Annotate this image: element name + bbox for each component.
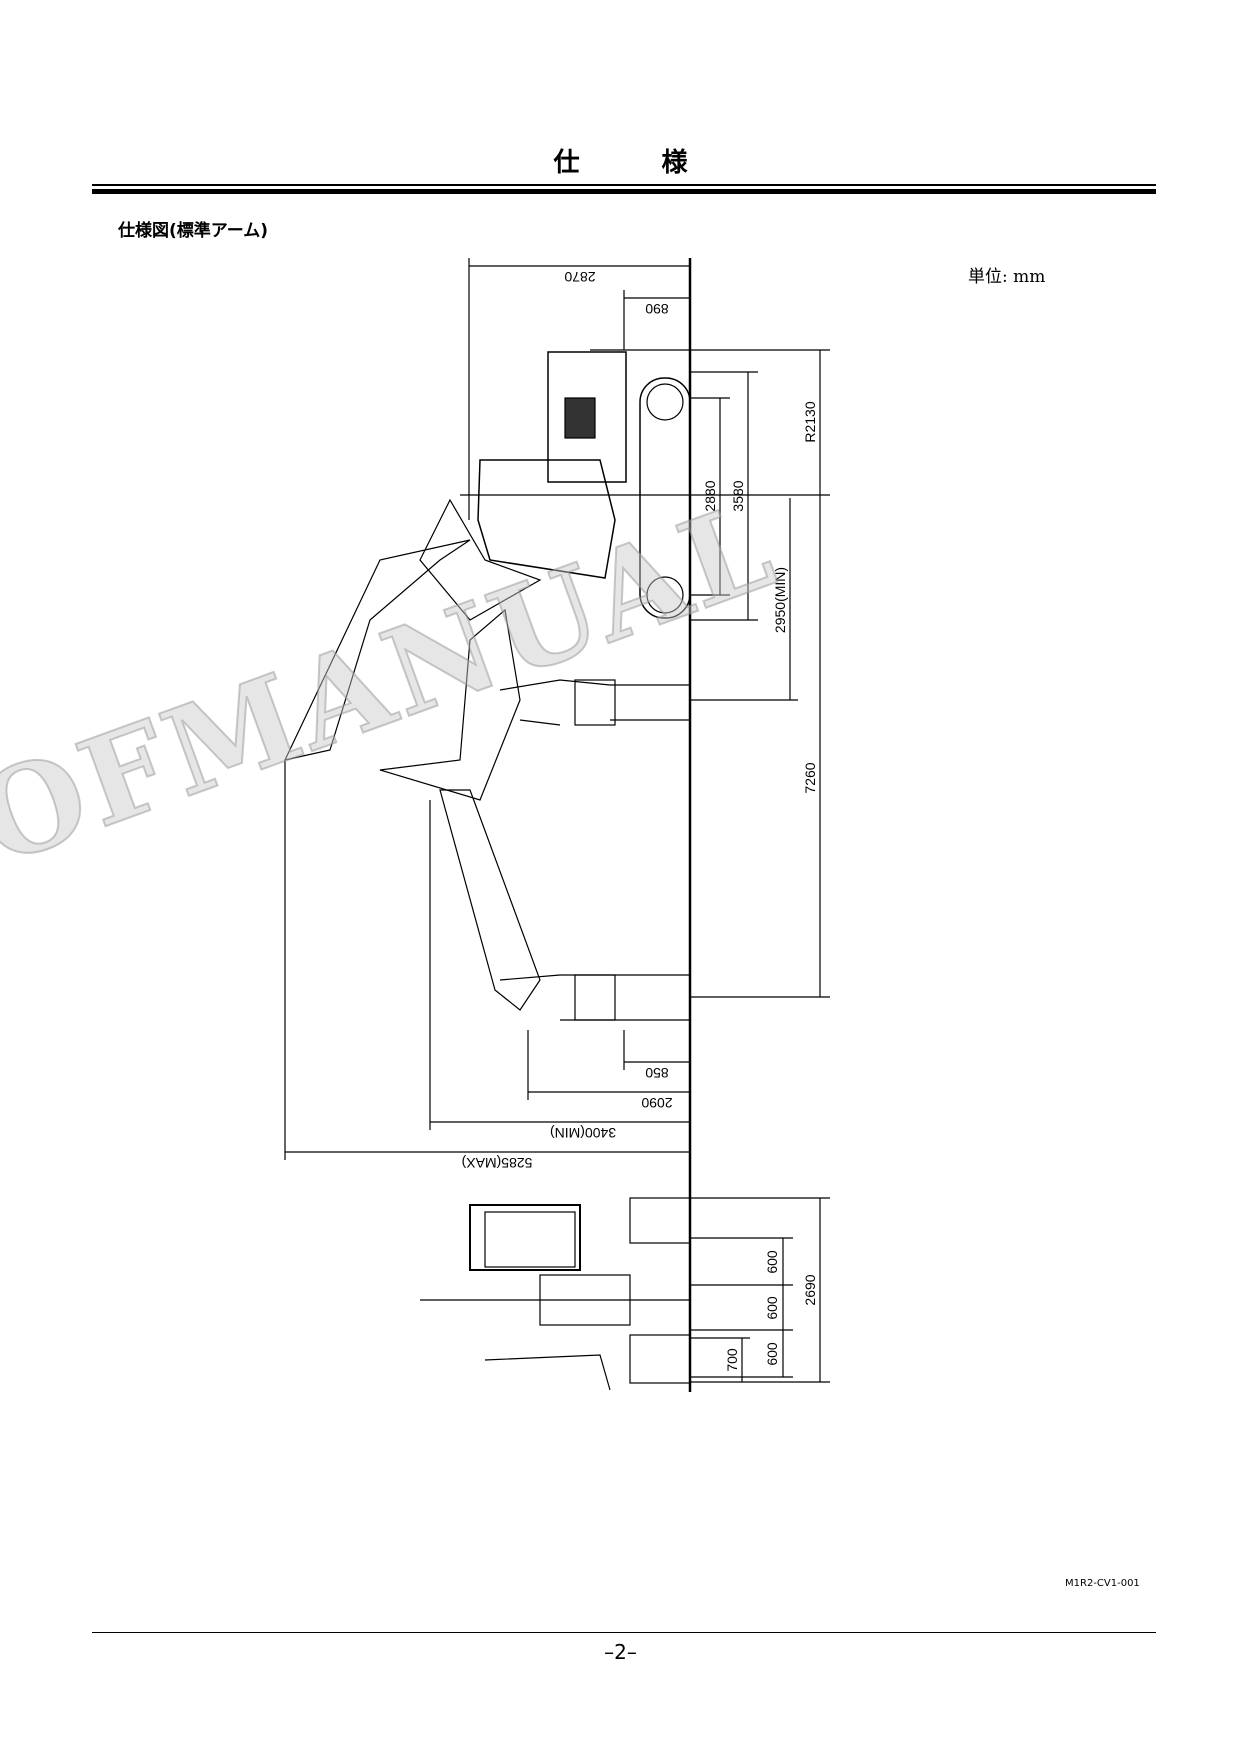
header-rule-thick: [92, 189, 1156, 194]
dim-600-a: 600: [764, 1250, 780, 1274]
dim-600-c: 600: [764, 1342, 780, 1366]
dim-3400-min: 3400(MIN): [550, 1125, 616, 1141]
dim-2090: 2090: [641, 1095, 672, 1111]
dim-890: 890: [645, 301, 669, 317]
page-title: 仕 様: [553, 148, 716, 178]
dim-2690: 2690: [802, 1274, 818, 1305]
dim-600-b: 600: [764, 1296, 780, 1320]
dim-2880: 2880: [702, 480, 718, 511]
footer-rule: [92, 1632, 1156, 1633]
dim-2870: 2870: [564, 269, 595, 285]
dim-3580: 3580: [730, 480, 746, 511]
header-rule-thin: [92, 184, 1156, 186]
dim-2950-min: 2950(MIN): [772, 567, 788, 633]
dim-850: 850: [645, 1065, 669, 1081]
unit-label: 単位: mm: [968, 267, 1046, 287]
figure-id: M1R2-CV1-001: [1065, 1578, 1140, 1589]
section-subtitle: 仕様図(標準アーム): [118, 221, 269, 241]
dim-7260: 7260: [802, 762, 818, 793]
dim-700: 700: [724, 1348, 740, 1372]
page-number: –2–: [604, 1640, 637, 1664]
dim-r2130: R2130: [802, 401, 818, 442]
dim-5285-max: 5285(MAX): [462, 1155, 533, 1171]
